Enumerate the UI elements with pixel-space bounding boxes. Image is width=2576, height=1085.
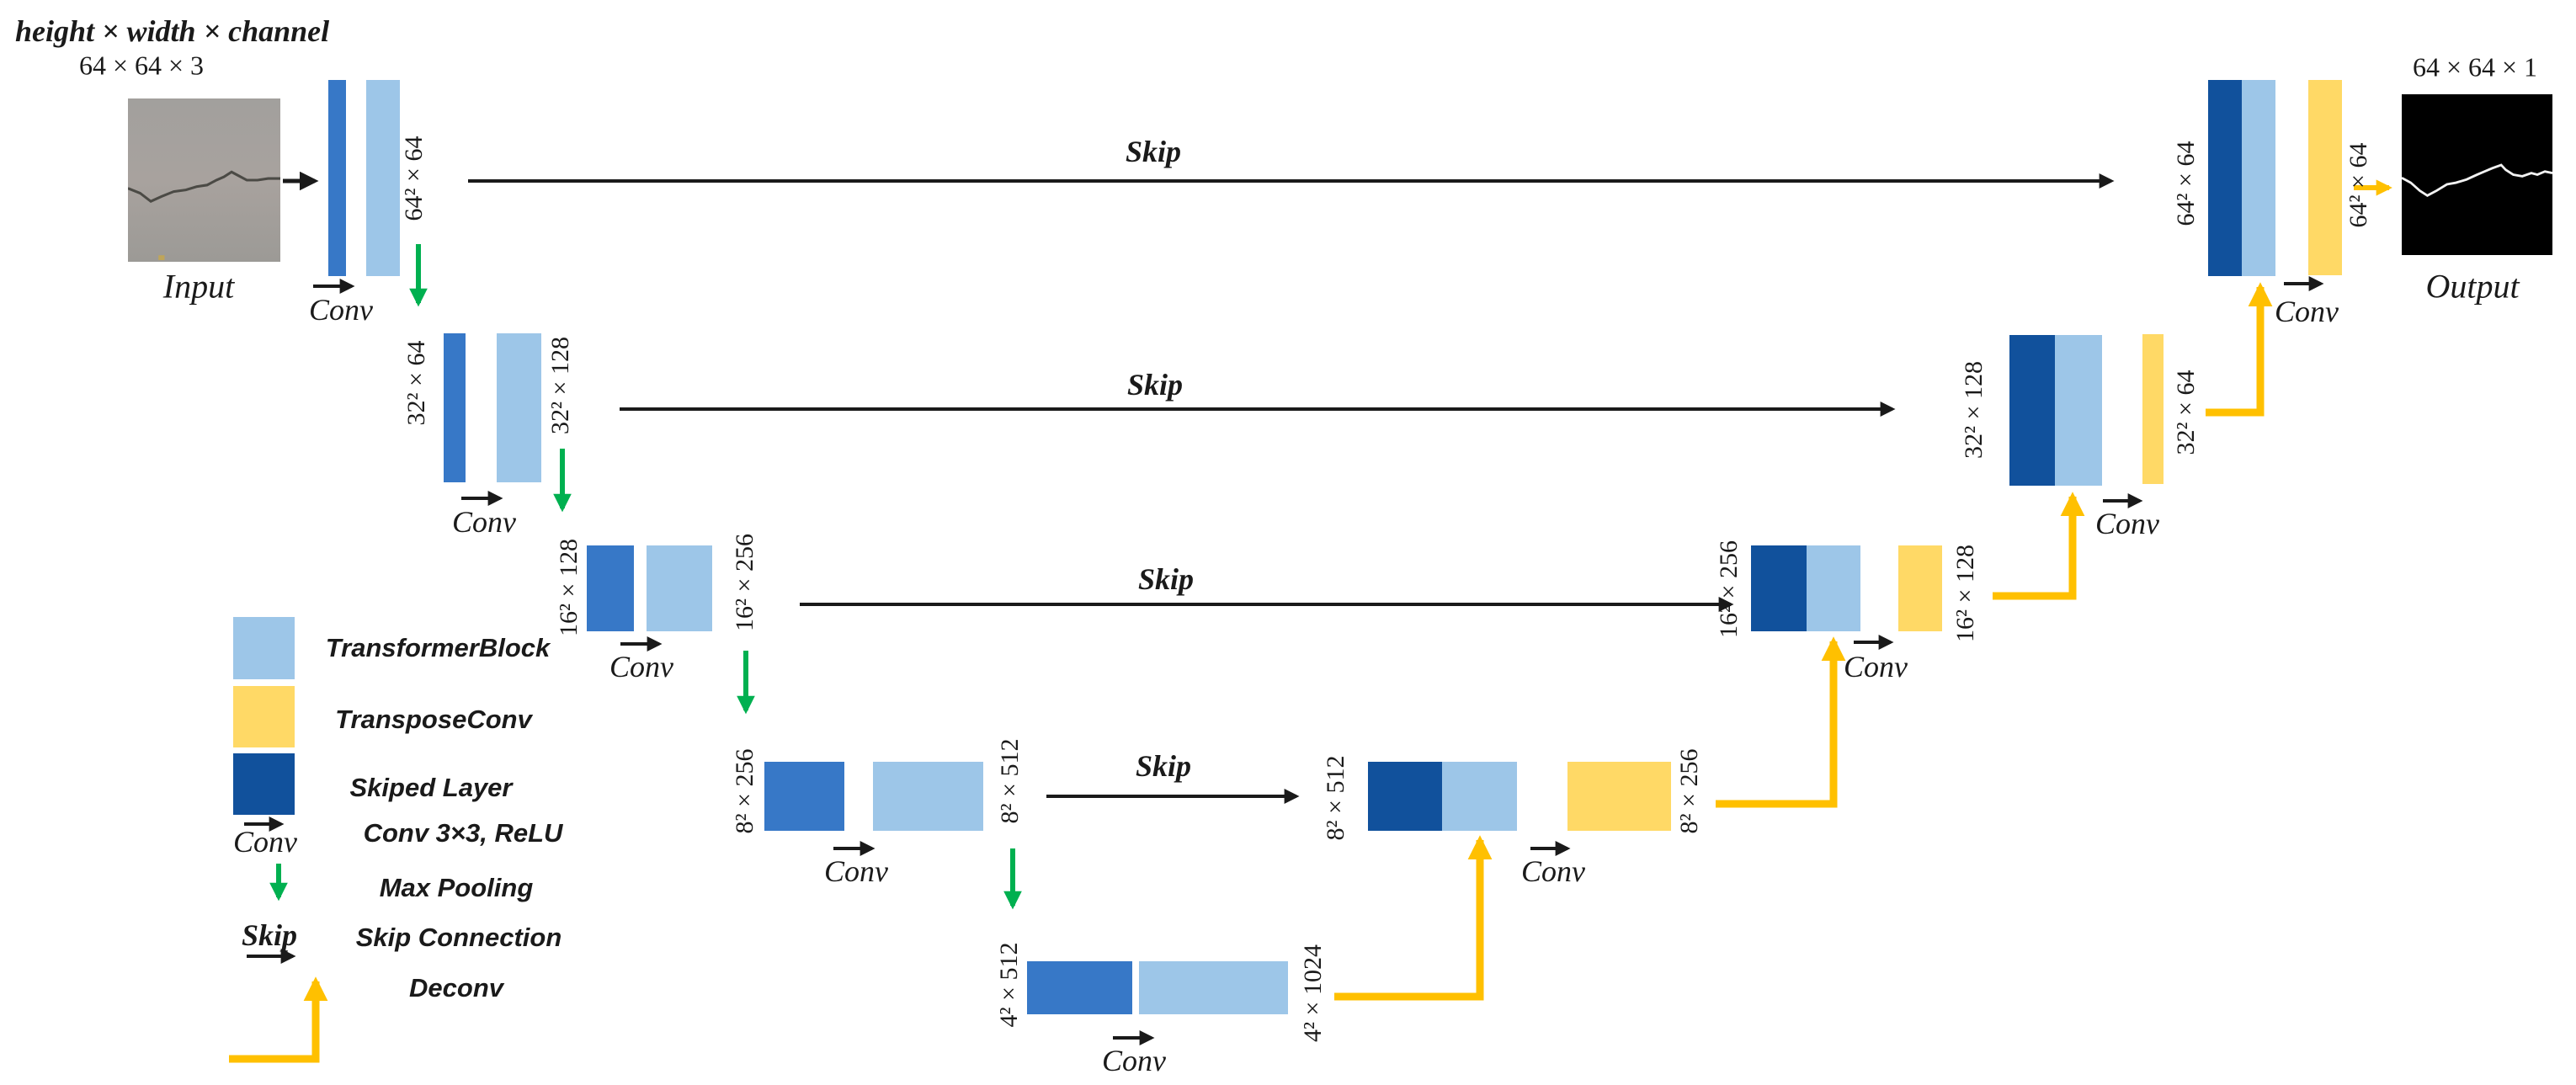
legend-conv-label: Conv 3×3, ReLU [363, 818, 563, 848]
input-label: Input [162, 267, 235, 306]
encoder1-conv-block [328, 80, 346, 276]
decoder4-skiped-layer [1368, 762, 1442, 831]
decoder4-transpose-conv [1567, 762, 1671, 831]
encoder2-transformer-block [497, 333, 541, 482]
encoder1-conv-label: Conv [309, 293, 373, 327]
decoder1-conv-label: Conv [2275, 295, 2339, 328]
legend-transformer-swatch [233, 617, 295, 679]
decoder4-in-dims: 8² × 512 [1322, 755, 1349, 841]
encoder1-transformer-block [366, 80, 400, 276]
decoder3-transpose-conv [1898, 545, 1942, 631]
encoder1-out-dims: 64² × 64 [400, 136, 428, 221]
decoder1-skiped-layer [2208, 80, 2242, 276]
decoder2-skiped-layer [2009, 335, 2055, 486]
encoder4-transformer-block [873, 762, 983, 831]
legend-maxpooling-label: Max Pooling [379, 873, 534, 902]
legend-transposeconv-swatch [233, 686, 295, 747]
encoder4-conv-label: Conv [824, 854, 888, 888]
legend-transformer-label: TransformerBlock [325, 633, 551, 662]
encoder3-in-dims: 16² × 128 [555, 539, 583, 636]
deconv-arrow-bottleneck-to-l4 [1334, 835, 1493, 1001]
decoder2-in-dims: 32² × 128 [1960, 361, 1988, 459]
legend-skip-text: Skip [241, 918, 298, 952]
decoder3-skiped-layer [1751, 545, 1807, 631]
bottleneck-in-dims: 4² × 512 [995, 942, 1023, 1028]
skip-label-level2: Skip [1126, 368, 1184, 402]
encoder2-conv-label: Conv [452, 505, 516, 539]
encoder4-out-dims: 8² × 512 [996, 738, 1024, 824]
skip-label-level4: Skip [1135, 749, 1192, 783]
legend-deconv-arrow-icon [229, 976, 328, 1063]
legend-skiped-layer-swatch [233, 753, 295, 815]
decoder1-in-dims: 64² × 64 [2172, 141, 2200, 226]
decoder3-conv-label: Conv [1844, 650, 1908, 683]
skip-label-level1: Skip [1125, 135, 1182, 168]
encoder4-in-dims: 8² × 256 [731, 748, 758, 834]
decoder2-conv-label: Conv [2095, 507, 2159, 540]
encoder2-conv-block [444, 333, 466, 482]
header-title: height × width × channel [15, 14, 330, 48]
deconv-arrow-l4-to-l3 [1716, 636, 1846, 808]
decoder1-out-dims: 64² × 64 [2344, 142, 2372, 228]
encoder2-out-dims: 32² × 128 [546, 337, 574, 434]
output-mask [2402, 94, 2552, 255]
decoder1-transpose-conv [2308, 80, 2342, 275]
input-image [128, 98, 280, 262]
decoder3-out-dims: 16² × 128 [1951, 545, 1979, 642]
encoder3-out-dims: 16² × 256 [731, 534, 758, 631]
legend-conv-text: Conv [233, 825, 297, 859]
deconv-arrow-l3-to-l2 [1993, 492, 2085, 600]
legend-transposeconv-label: TransposeConv [335, 705, 532, 734]
decoder3-transformer-block [1807, 545, 1860, 631]
encoder3-conv-block [587, 545, 634, 631]
decoder1-transformer-block [2242, 80, 2275, 276]
decoder2-transpose-conv [2142, 334, 2164, 484]
output-dimensions: 64 × 64 × 1 [2412, 51, 2538, 82]
encoder2-in-dims: 32² × 64 [402, 340, 430, 426]
bottleneck-conv-block [1027, 961, 1132, 1014]
skip-label-level3: Skip [1137, 562, 1195, 596]
decoder4-out-dims: 8² × 256 [1675, 748, 1703, 834]
encoder4-conv-block [764, 762, 844, 831]
bottleneck-transformer-block [1139, 961, 1288, 1014]
bottleneck-out-dims: 4² × 1024 [1299, 944, 1327, 1042]
input-crack-photo [128, 98, 280, 262]
decoder2-out-dims: 32² × 64 [2172, 370, 2200, 455]
decoder4-conv-label: Conv [1521, 854, 1585, 888]
encoder3-conv-label: Conv [609, 650, 673, 683]
decoder4-transformer-block [1442, 762, 1517, 831]
decoder3-in-dims: 16² × 256 [1715, 540, 1743, 638]
legend-deconv-label: Deconv [409, 973, 503, 1003]
encoder3-transformer-block [647, 545, 712, 631]
deconv-arrow-l2-to-l1 [2206, 282, 2273, 417]
input-dimensions: 64 × 64 × 3 [78, 50, 205, 81]
decoder2-transformer-block [2055, 335, 2102, 486]
legend-skiped-layer-label: Skiped Layer [349, 773, 513, 802]
output-image [2402, 94, 2552, 255]
bottleneck-conv-label: Conv [1102, 1044, 1166, 1077]
output-label: Output [2425, 267, 2520, 306]
legend-skipconnection-label: Skip Connection [355, 923, 562, 952]
